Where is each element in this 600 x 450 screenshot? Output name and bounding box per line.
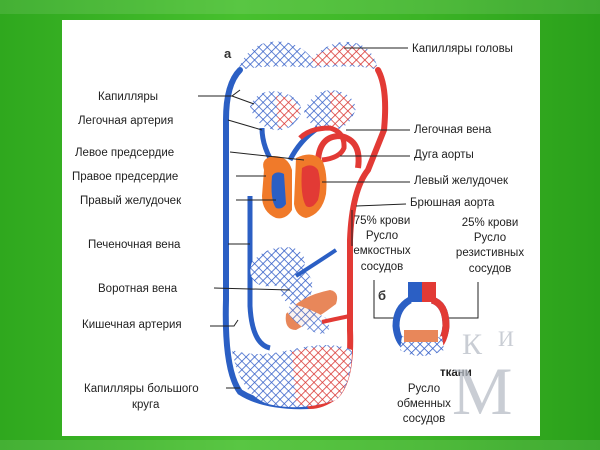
leader-pulmonary-artery: [227, 119, 263, 131]
liver-capillaries: [250, 247, 313, 306]
leader-left-atrium: [229, 151, 305, 161]
capacitive-line-3: емкостных: [353, 245, 410, 257]
label-head-capillaries: Капилляры головы: [412, 43, 513, 55]
watermark-logo: М К И: [452, 326, 514, 429]
label-pulmonary-artery: Легочная артерия: [78, 115, 173, 127]
leader-capillaries: [198, 89, 255, 105]
label-aortic-arch: Дуга аорты: [414, 149, 474, 161]
resistive-line-2: Русло: [474, 232, 506, 244]
intestinal-artery-vessel: [321, 314, 351, 324]
watermark-large-letter: М: [452, 353, 512, 429]
panel-b: 75% крови Русло емкостных сосудов 25% кр…: [351, 210, 524, 425]
watermark-small-letter-2: И: [498, 326, 514, 351]
label-hepatic-vein: Печеночная вена: [88, 239, 181, 251]
inner-venous-vessel: [247, 196, 271, 351]
footer-stripe: [0, 440, 600, 450]
head-capillaries: [238, 41, 378, 70]
resistive-line-4: сосудов: [469, 263, 512, 275]
tissues-label: ткани: [440, 367, 472, 379]
capacitive-line-4: сосудов: [361, 261, 404, 273]
capacitive-line-2: Русло: [366, 230, 398, 242]
panel-b-letter: б: [378, 288, 386, 303]
label-right-ventricle: Правый желудочек: [80, 195, 182, 207]
heart: [262, 154, 327, 219]
label-intestinal-artery: Кишечная артерия: [82, 319, 182, 331]
intestine: [285, 290, 338, 334]
bracket-resistive: [446, 282, 479, 319]
label-systemic-capillaries-2: круга: [132, 399, 160, 411]
leader-portal-vein: [213, 287, 291, 291]
watermark-small-letter-1: К: [462, 328, 483, 361]
label-left-ventricle: Левый желудочек: [414, 175, 509, 187]
diagram-slide: а Капилляры Легочная артерия Левое предс…: [62, 20, 540, 436]
label-abdominal-aorta: Брюшная аорта: [410, 197, 495, 209]
resistive-line-3: резистивных: [456, 247, 524, 259]
label-pulmonary-vein: Легочная вена: [414, 124, 492, 136]
leader-intestinal-artery: [210, 319, 239, 327]
resistive-line-1: 25% крови: [462, 217, 519, 229]
label-capillaries: Капилляры: [98, 91, 158, 103]
capacitive-line-1: 75% крови: [354, 215, 411, 227]
label-portal-vein: Воротная вена: [98, 283, 178, 295]
pulmonary-capillaries: [250, 90, 356, 131]
panel-a-letter: а: [224, 46, 232, 61]
mini-artery-stub: [422, 282, 436, 302]
aortic-arch-vessel: [314, 132, 362, 171]
portal-vein-vessel: [294, 248, 338, 278]
exchange-line-1: Русло: [408, 383, 440, 395]
circulation-diagram: а Капилляры Легочная артерия Левое предс…: [72, 41, 524, 429]
exchange-line-3: сосудов: [403, 413, 446, 425]
exchange-line-2: обменных: [397, 398, 451, 410]
header-stripe: [0, 0, 600, 14]
label-systemic-capillaries-1: Капилляры большого: [84, 383, 199, 395]
label-left-atrium: Левое предсердие: [75, 147, 174, 159]
label-right-atrium: Правое предсердие: [72, 171, 178, 183]
mini-vein-stub: [408, 282, 422, 302]
leader-abdominal-aorta: [355, 203, 407, 207]
systemic-capillaries: [232, 345, 352, 408]
mini-tissue: [404, 330, 438, 342]
bracket-capacitive: [373, 280, 400, 319]
